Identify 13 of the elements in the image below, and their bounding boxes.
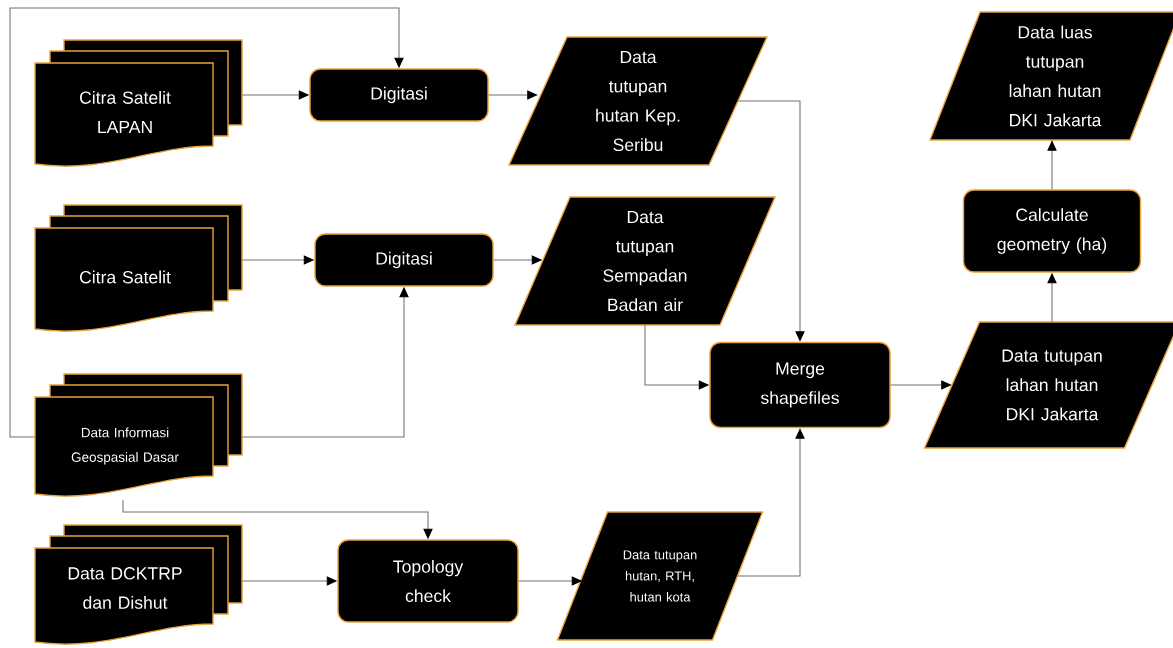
data-parallelogram: Data tutupan lahan hutan DKI Jakarta [923, 321, 1173, 449]
data-parallelogram: Data tutupan hutan, RTH, hutan kota [556, 511, 764, 641]
process-box: Merge shapefiles [709, 341, 891, 429]
document-stack: Data DCKTRP dan Dishut [34, 524, 243, 645]
arrow [737, 428, 805, 577]
document-stack: Citra Satelit [34, 204, 243, 332]
process-box: Calculate geometry (ha) [962, 189, 1142, 273]
arrow [9, 7, 404, 438]
process-box: Digitasi [309, 68, 489, 122]
document-stack: Data Informasi Geospasial Dasar [34, 373, 243, 497]
process-box: Digitasi [314, 233, 494, 287]
document-stack: Citra Satelit LAPAN [34, 39, 243, 167]
process-box: Topology check [337, 539, 519, 623]
